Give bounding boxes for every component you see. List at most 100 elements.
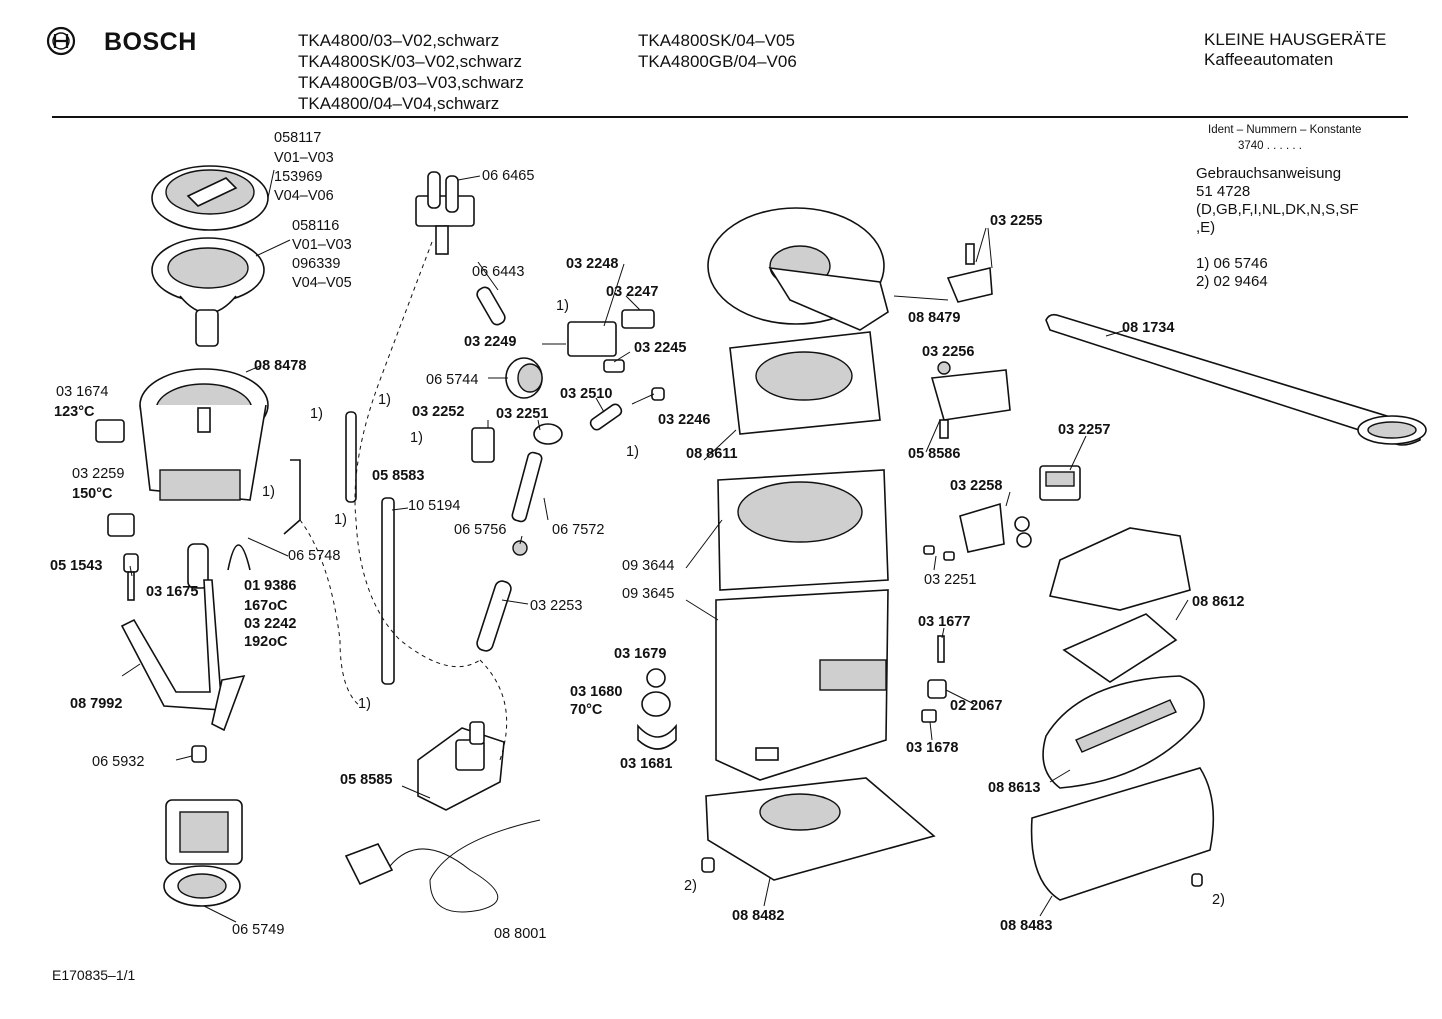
category-block: KLEINE HAUSGERÄTE Kaffeeautomaten [1204, 30, 1386, 70]
manual-number: 51 4728 [1196, 183, 1251, 200]
part-label: 03 2256 [922, 344, 974, 360]
hose-icon [283, 459, 301, 535]
footnote-ref: 1) [262, 484, 275, 500]
part-label: 06 5744 [426, 372, 478, 388]
temperature-label: 167oC [244, 598, 288, 614]
water-path-line [299, 519, 361, 707]
hinge-clip [946, 243, 993, 303]
category-subtitle: Kaffeeautomaten [1204, 50, 1334, 69]
part-label: 03 2247 [606, 284, 658, 300]
pin-icon [937, 635, 945, 663]
small-screw-icon [923, 545, 955, 561]
header-divider [52, 116, 1408, 118]
footnote-ref: 1) [358, 696, 371, 712]
part-label: 03 2251 [496, 406, 548, 422]
part-label: 05 8583 [372, 468, 424, 484]
temperature-label: 192oC [244, 634, 288, 650]
cover-hinge [930, 361, 1011, 439]
drip-tray [1030, 767, 1215, 901]
part-label: V01–V03 [292, 237, 352, 253]
part-label: 08 8478 [254, 358, 306, 374]
part-label: 03 2248 [566, 256, 618, 272]
footnote-ref: 1) [556, 298, 569, 314]
model-list-1: TKA4800/03–V02,schwarz TKA4800SK/03–V02,… [298, 30, 524, 114]
model-line: TKA4800SK/04–V05 [638, 31, 795, 50]
part-label: 08 8482 [732, 908, 784, 924]
nozzle-icon [476, 580, 512, 652]
part-label: 05 8585 [340, 772, 392, 788]
part-label: 06 6465 [482, 168, 534, 184]
filter-carrier [729, 331, 881, 435]
part-label: 03 2251 [924, 572, 976, 588]
footnote-ref: 1) [334, 512, 347, 528]
thermostat-icon [95, 419, 135, 537]
housing-lower [715, 589, 889, 781]
part-label: 03 1681 [620, 756, 672, 772]
nozzle-tip-icon [512, 540, 528, 556]
filter-lid [151, 165, 269, 231]
manual-title: Gebrauchsanweisung [1196, 165, 1342, 182]
part-label: 09 3644 [622, 558, 674, 574]
part-label: 03 1677 [918, 614, 970, 630]
screw-icon [123, 553, 139, 601]
filter-funnel [151, 237, 265, 347]
part-label: 03 2249 [464, 334, 516, 350]
footnote-ref: 2) [684, 878, 697, 894]
part-label: 153969 [274, 169, 322, 185]
part-label: 08 8613 [988, 780, 1040, 796]
power-cord [344, 819, 541, 913]
temperature-label: 70°C [570, 702, 603, 718]
ident-title: Ident – Nummern – Konstante [1208, 124, 1362, 136]
part-label: 03 2253 [530, 598, 582, 614]
grommet-icon [191, 745, 207, 763]
water-tank-base [139, 368, 269, 501]
hose-icon [227, 544, 251, 571]
part-label: 08 8612 [1192, 594, 1244, 610]
part-label: 05 8586 [908, 446, 960, 462]
part-label: 08 8001 [494, 926, 546, 942]
heater-bracket [120, 579, 246, 732]
part-label: 03 1680 [570, 684, 622, 700]
part-label: 02 2067 [950, 698, 1002, 714]
part-label: 09 3645 [622, 586, 674, 602]
housing-upper [717, 469, 889, 591]
part-label: 08 8611 [686, 446, 738, 462]
clip-icon [921, 709, 937, 723]
part-label: 08 7992 [70, 696, 122, 712]
pipe-icon [476, 286, 506, 326]
category-title: KLEINE HAUSGERÄTE [1204, 30, 1387, 49]
cup-holder [1048, 527, 1191, 683]
manual-languages: (D,GB,F,I,NL,DK,N,S,SF [1196, 201, 1359, 218]
riser-tube [381, 497, 395, 685]
spoon-icon [1045, 313, 1427, 446]
brand-name: BOSCH [104, 28, 197, 56]
pipe-icon [589, 403, 623, 431]
temperature-label: 150°C [72, 486, 113, 502]
part-label: 08 8479 [908, 310, 960, 326]
switch-block [1039, 465, 1081, 501]
part-label: 03 2259 [72, 466, 124, 482]
part-label: 05 1543 [50, 558, 102, 574]
part-label: 03 2510 [560, 386, 612, 402]
temperature-label: 123°C [54, 404, 95, 420]
part-label: V04–V06 [274, 188, 334, 204]
leader-lines [121, 169, 1189, 923]
part-label: 03 1674 [56, 384, 108, 400]
footnote-ref: 2) [1212, 892, 1225, 908]
footnote-ref: 1) [626, 444, 639, 460]
motor-icon [163, 799, 243, 907]
part-label: 06 6443 [472, 264, 524, 280]
footnote-2: 2) 02 9464 [1196, 273, 1268, 290]
valve-block [567, 309, 655, 373]
model-list-2: TKA4800SK/04–V05 TKA4800GB/04–V06 [638, 30, 797, 72]
document-code: E170835–1/1 [52, 967, 136, 983]
bosch-logo-icon [46, 26, 76, 61]
base-plate [705, 777, 936, 881]
footnote-ref: 1) [378, 392, 391, 408]
steam-nozzle [511, 423, 563, 523]
part-label: 08 8483 [1000, 918, 1052, 934]
foot-icon [701, 857, 715, 873]
part-label: 03 2257 [1058, 422, 1110, 438]
part-label: 06 5756 [454, 522, 506, 538]
